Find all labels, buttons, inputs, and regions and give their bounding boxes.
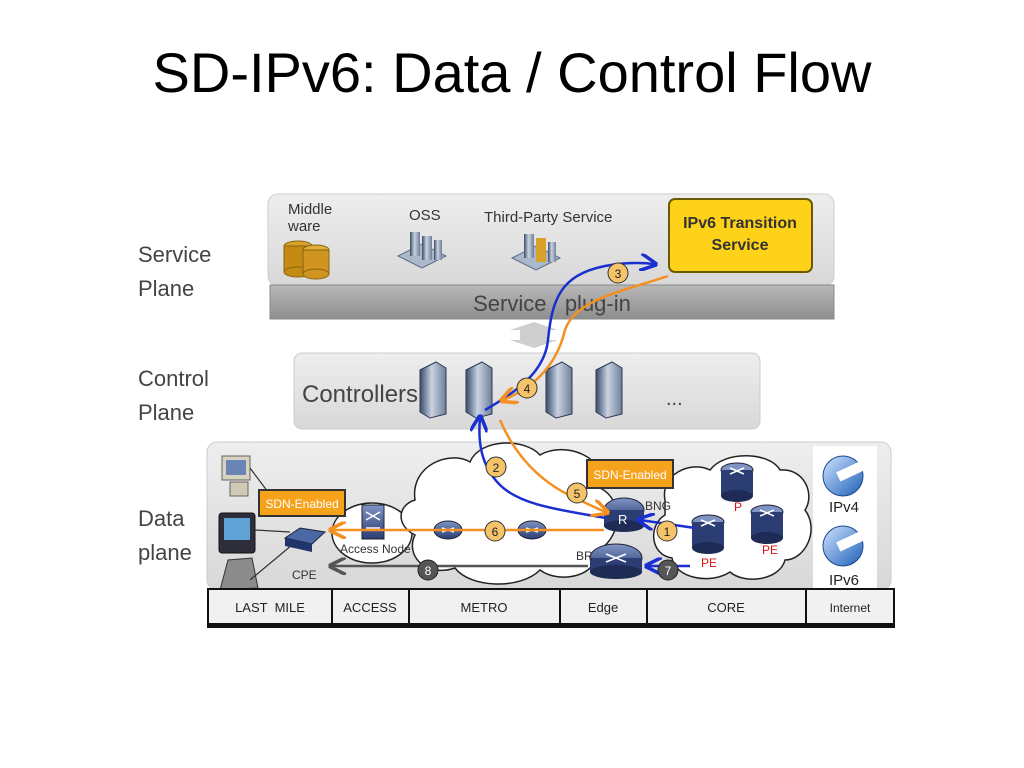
middleware-label-line1: Middle [288,201,332,218]
ipv6-transition-label-line2: Service [712,237,769,254]
ipv6-transition-service-box [668,198,813,273]
step-badge-6: 6 [484,520,506,542]
control-plane-label-line1: Control [138,366,209,391]
step-badge-8: 8 [417,559,439,581]
step-badge-7: 7 [657,559,679,581]
controller-server-icon [419,361,447,419]
router-r-label: R [618,512,627,527]
br-router-icon [589,543,643,579]
controller-server-icon [465,361,493,419]
ipv4-label: IPv4 [829,499,859,516]
control-plane-label: Control Plane [138,366,209,425]
controllers-ellipsis: ... [666,388,683,410]
oss-server-icon [396,232,448,269]
br-label: BR [576,549,593,563]
p-router-icon [720,462,754,502]
access-node-icon [361,504,385,540]
updown-arrow-icon [510,322,558,348]
segment-bar: LAST MILE ACCESS METRO Edge CORE Interne… [207,588,895,628]
step-badge-8-label: 8 [425,564,432,578]
step-badge-3-label: 3 [615,267,622,281]
step-badge-5: 5 [566,482,588,504]
data-plane-label-line2: plane [138,540,192,565]
data-plane-label-line1: Data [138,506,185,531]
cpe-device-icon [283,527,327,552]
bng-router-icon [603,497,645,532]
middleware-label-line2: ware [287,218,321,235]
ipv4-globe-icon [822,455,866,497]
bng-label: BNG [645,499,671,513]
sdn-enabled-cpe-badge [258,489,346,517]
step-badge-6-label: 6 [492,525,499,539]
ipv6-label: IPv6 [829,572,859,589]
segment-access: ACCESS [343,600,397,615]
step-badge-5-label: 5 [574,487,581,501]
pe-router-icon [750,504,784,544]
pc-icon [221,455,251,497]
pc-link-line [249,467,269,493]
segment-metro: METRO [461,600,508,615]
sdn-enabled-bng-label: SDN-Enabled [593,468,666,482]
data-plane-label: Data plane [138,506,192,565]
segment-edge: Edge [588,600,618,615]
sdn-enabled-cpe-label: SDN-Enabled [265,497,338,511]
step-badge-2: 2 [485,456,507,478]
step-badge-4-label: 4 [524,382,531,396]
segment-last-mile: LAST MILE [235,600,305,615]
phone-link-line [249,544,293,581]
smartphone-link-line [254,529,291,533]
ipv6-globe-icon [822,525,866,567]
control-plane-label-line2: Plane [138,400,194,425]
segment-internet: Internet [830,601,871,615]
service-plane-label-line1: Service [138,242,211,267]
third-party-service-label: Third-Party Service [484,209,612,226]
database-icon [283,240,330,280]
oss-label: OSS [409,207,441,224]
smartphone-icon [218,512,256,554]
ipv6-transition-label-line1: IPv6 Transition [683,215,797,232]
step-badge-1: 1 [656,520,678,542]
step-badge-7-label: 7 [665,564,672,578]
step-badge-3: 3 [607,262,629,284]
step-badge-1-label: 1 [664,525,671,539]
controller-server-icon [595,361,623,419]
pe-router-icon [691,514,725,554]
access-node-label: Access Node [340,542,411,556]
p-label: P [734,500,742,514]
step-badge-2-label: 2 [493,461,500,475]
service-plane-label: Service Plane [138,242,211,301]
cpe-label: CPE [292,568,317,582]
page-title: SD-IPv6: Data / Control Flow [152,41,872,104]
sdn-enabled-bng-badge [586,459,674,489]
controllers-label: Controllers [302,381,418,408]
segment-core: CORE [707,600,745,615]
third-party-server-icon [510,234,562,271]
service-plane-label-line2: Plane [138,276,194,301]
pe-label-bottom: PE [701,556,717,570]
step-badge-4: 4 [516,377,538,399]
flow-step-2 [479,418,607,520]
controller-server-icon [545,361,573,419]
pe-label-top: PE [762,543,778,557]
